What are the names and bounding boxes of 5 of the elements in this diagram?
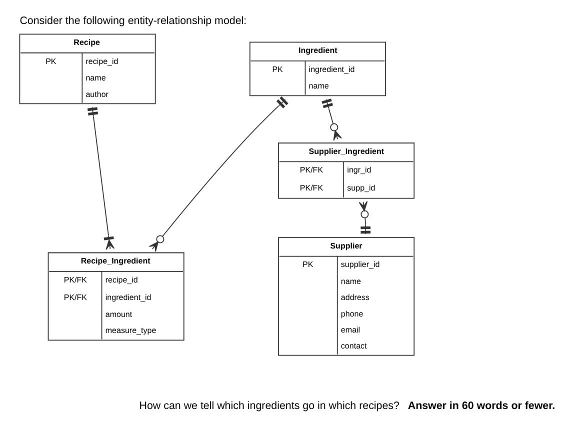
diagram-title: Consider the following entity-relationship model: bbox=[19, 14, 246, 27]
connector bbox=[321, 98, 342, 141]
caption: How can we tell which ingredients go in which recipes? Answer in 60 words or fewer. bbox=[138, 400, 555, 412]
connector bbox=[86, 106, 114, 250]
connector bbox=[148, 96, 288, 252]
